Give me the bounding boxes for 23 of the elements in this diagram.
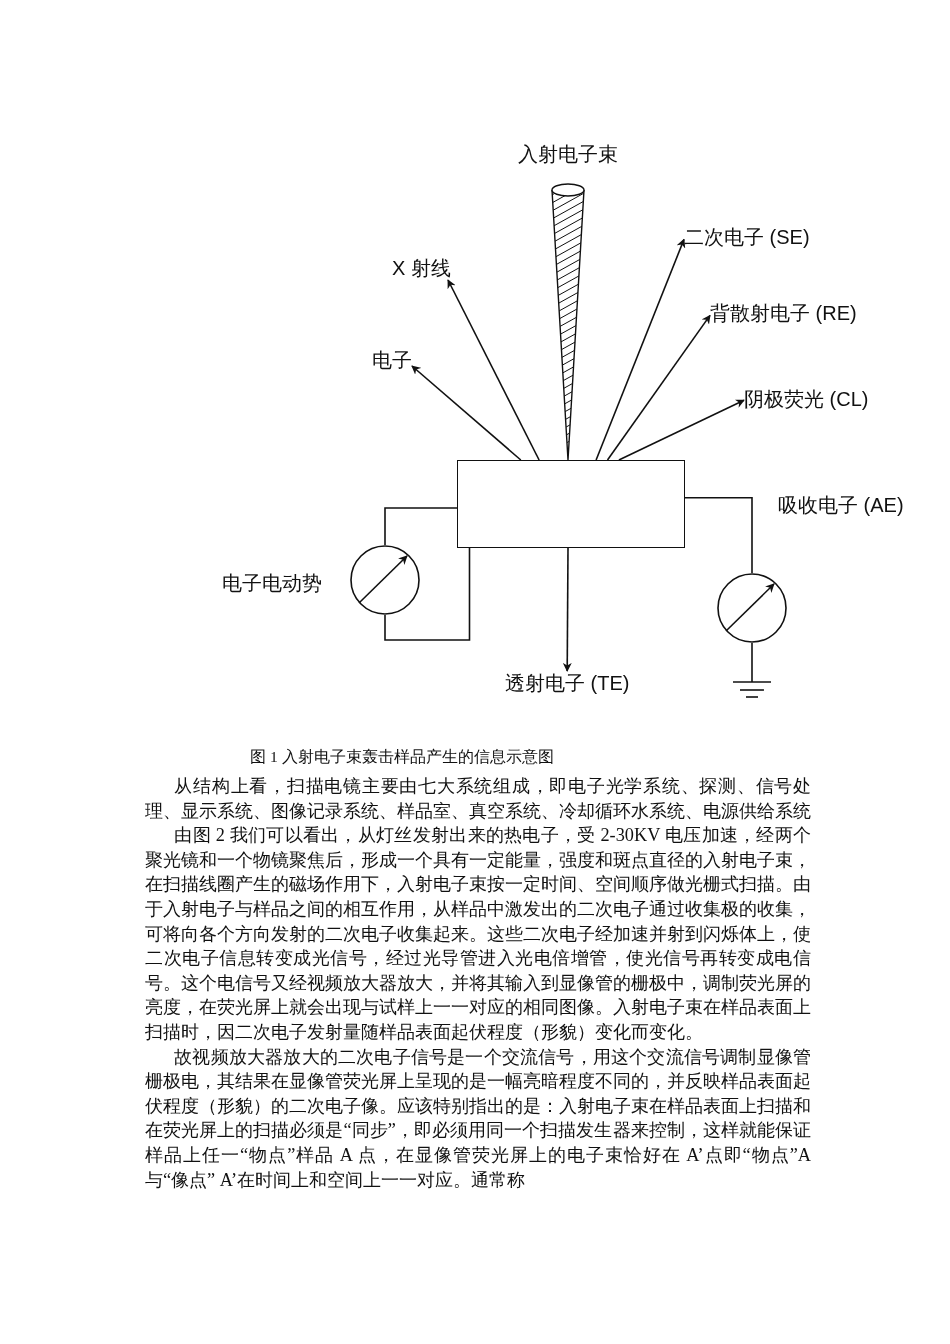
arrow: [411, 365, 522, 461]
signal-label: 透射电子 (TE): [505, 671, 630, 695]
arrow: [618, 399, 745, 461]
signal-label: 阴极荧光 (CL): [744, 387, 869, 411]
signal-label: 背散射电子 (RE): [710, 301, 857, 325]
arrow: [447, 279, 540, 461]
sample-box: [457, 460, 685, 548]
wire: [684, 497, 753, 574]
body-paragraph: 从结构上看，扫描电镜主要由七大系统组成，即电子光学系统、探测、信号处理、显示系统、图像记录系统、样品室、真空系统、冷却循环水系统、电源供给系统: [145, 775, 811, 823]
wire: [384, 547, 471, 641]
arrow: [606, 314, 711, 461]
signal-label: 二次电子 (SE): [684, 225, 810, 249]
wire: [384, 507, 458, 546]
signal-label: X 射线: [392, 256, 451, 280]
signal-label: 电子: [372, 348, 412, 372]
arrow: [595, 238, 686, 461]
body-paragraph: 故视频放大器放大的二次电子信号是一个交流信号，用这个交流信号调制显像管栅极电，其结果在显像管荧光屏上呈现的是一幅亮暗程度不同的，并反映样品表面起伏程度（形貌）的二次电子像。应该特别指出的是：入射电子束在样品表面上扫描和在荧光屏上的扫描必须是“同步”，即必须用同一个扫描发生器来控制，这样就能保证样品上任一“物点”样品 A 点，在显像管荧光屏上的电子束恰好在 A’点即“物点”A 与“像点” A’在时间上和空间上一一对应。通常称: [145, 1045, 811, 1192]
part-label: 电子电动势: [222, 571, 322, 595]
body-paragraph: 由图 2 我们可以看出，从灯丝发射出来的热电子，受 2-30KV 电压加速，经两个聚光镜和一个物镜聚焦后，形成一个具有一定能量，强度和斑点直径的入射电子束，在扫描线圈产生的磁场作用下，入射电子束按一定时间、空间顺序做光栅式扫描。由于入射电子与样品之间的相互作用，从样品中激发出的二次电子通过收集极的收集，可将向各个方向发射的二次电子收集起来。这些二次电子经加速并射到闪烁体上，使二次电子信息转变成光信号，经过光导管进入光电倍增管，使光信号再转变成电信号。这个电信号又经视频放大器放大，并将其输入到显像管的栅极中，调制荧光屏的亮度，在荧光屏上就会出现与试样上一一对应的相同图像。入射电子束在样品表面上扫描时，因二次电子发射量随样品表面起伏程度（形貌）变化而变化。: [145, 824, 811, 1044]
part-label: 吸收电子 (AE): [778, 493, 904, 517]
figure-caption: 图 1 入射电子束轰击样品产生的信息示意图: [250, 747, 554, 767]
beam-label: 入射电子束: [518, 142, 618, 166]
arrow: [562, 547, 572, 672]
